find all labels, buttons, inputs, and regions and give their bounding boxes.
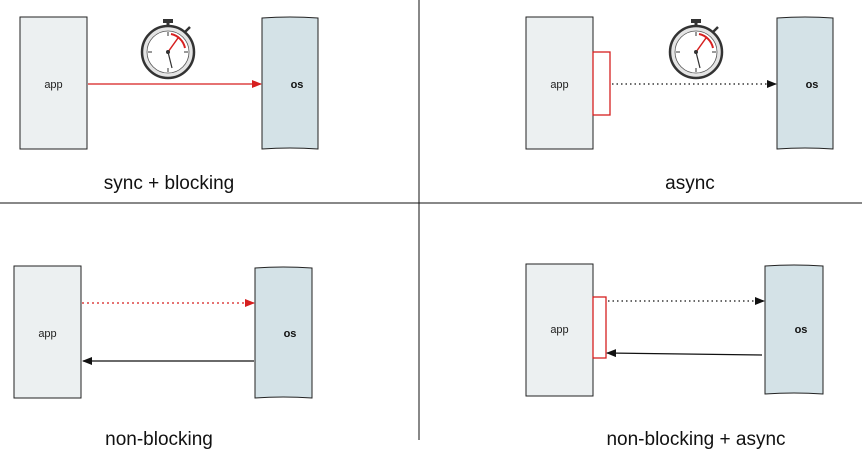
callback-bracket bbox=[592, 51, 611, 116]
os-label: os bbox=[284, 328, 297, 340]
app-label: app bbox=[550, 324, 568, 336]
panel-sync-blocking: app os sync + blocking bbox=[19, 16, 319, 194]
panel-non-blocking-async: app os non-blocking + async bbox=[525, 263, 824, 450]
os-label: os bbox=[806, 79, 819, 91]
stopwatch-icon bbox=[140, 19, 196, 80]
os-box bbox=[776, 16, 834, 150]
immediate-return-arrow bbox=[606, 349, 763, 358]
app-label: app bbox=[38, 328, 56, 340]
os-box bbox=[254, 266, 313, 399]
panel-caption: non-blocking bbox=[105, 429, 213, 450]
os-box bbox=[261, 16, 319, 150]
app-label: app bbox=[44, 79, 62, 91]
stopwatch-icon bbox=[668, 19, 724, 80]
app-box bbox=[19, 16, 88, 150]
app-box bbox=[13, 265, 82, 399]
panel-caption: sync + blocking bbox=[104, 173, 234, 194]
app-label: app bbox=[550, 79, 568, 91]
panel-caption: async bbox=[665, 173, 715, 194]
app-box bbox=[525, 263, 594, 397]
os-box bbox=[764, 264, 824, 395]
panel-caption: non-blocking + async bbox=[606, 429, 785, 450]
panel-non-blocking: app os non-blocking bbox=[13, 265, 313, 450]
os-label: os bbox=[795, 324, 808, 336]
app-box bbox=[525, 16, 594, 150]
panel-async: app os async bbox=[525, 16, 834, 194]
callback-bracket bbox=[592, 296, 607, 359]
os-label: os bbox=[291, 79, 304, 91]
